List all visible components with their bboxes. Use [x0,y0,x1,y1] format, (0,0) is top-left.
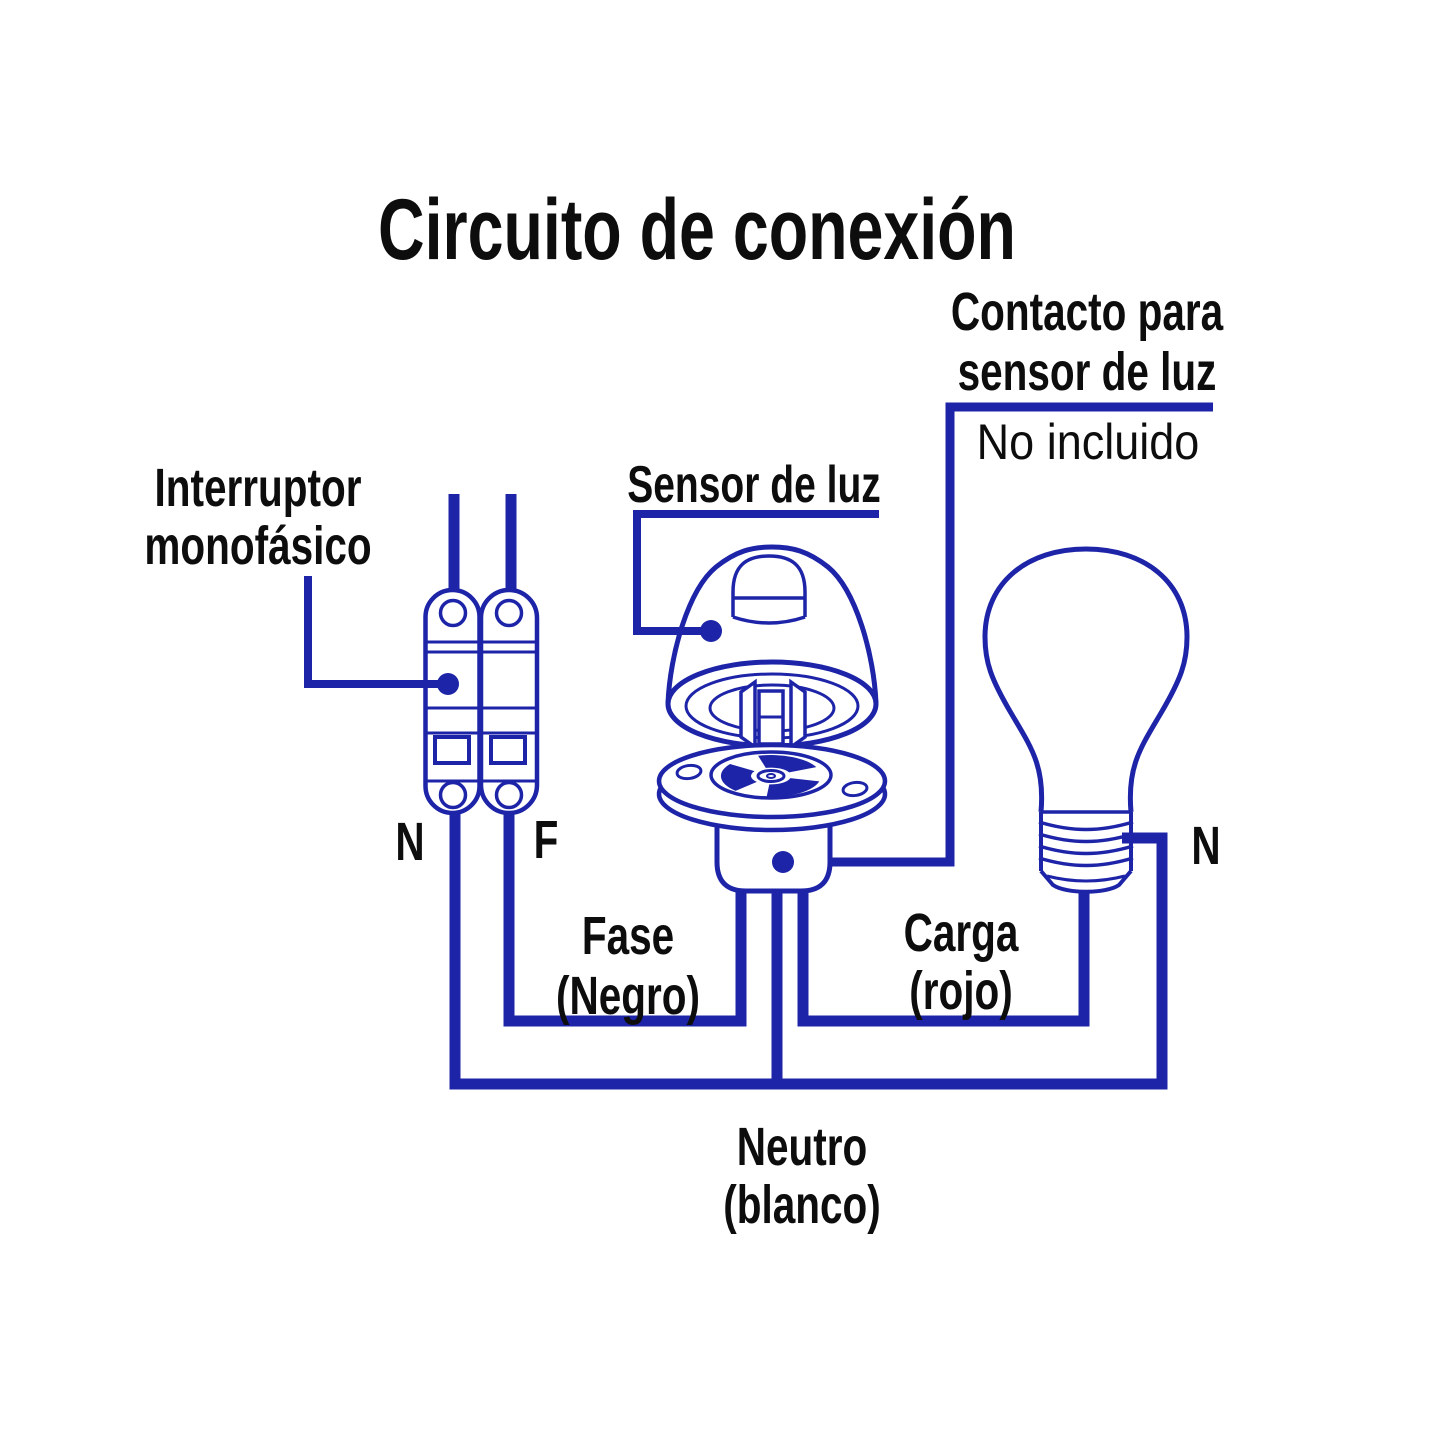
breaker-screw-bottom-right [494,780,524,810]
phase-wire [503,810,747,1027]
breaker-toggle-right [489,735,527,765]
socket-center-dot [766,773,776,779]
sensor-dome [665,544,879,704]
sensor-contact-wire [783,402,1213,867]
breaker-screw-bottom-left [438,780,468,810]
circuit-breaker [423,587,540,816]
phase-wire-label: Fase (Negro) [556,906,700,1026]
screw-threads [1038,820,1134,868]
not-included-label: No incluido [976,414,1200,470]
neutral-wire [449,810,1168,1090]
light-bulb [982,546,1190,894]
sensor-label: Sensor de luz [627,456,881,514]
callouts [304,510,879,873]
main-wires [449,810,1168,1090]
light-sensor [656,544,888,894]
page-title: Circuito de conexión [378,182,1016,278]
contact-for-sensor-label: Contacto para sensor de luz [950,282,1224,402]
sensor-callout-dot [700,620,722,642]
bulb-screw-base [1038,810,1134,894]
breaker-screw-top-right [494,598,524,628]
breaker-toggle-left [433,735,471,765]
supply-feed-wires [448,494,517,605]
breaker-neutral-terminal-label: N [395,812,425,872]
load-wire [797,884,1090,1027]
breaker-screw-top-left [438,598,468,628]
breaker-phase-terminal-label: F [533,810,559,870]
bulb-neutral-terminal-label: N [1191,816,1221,876]
socket-slots [720,755,820,797]
breaker-body-lines [426,640,537,783]
flange-hole-right [841,780,869,798]
breaker-callout-dot [437,673,459,695]
breaker-label: Interruptor monofásico [144,458,372,576]
breaker-leader-line [304,576,442,688]
sensor-window [731,554,807,625]
flange-hole-left [675,763,703,781]
load-wire-label: Carga (rojo) [903,903,1019,1021]
socket-center-ring [756,769,786,783]
bulb-glass [982,546,1190,813]
neutral-wire-label: Neutro (blanco) [723,1117,881,1235]
sensor-contact-dot [772,851,794,873]
sensor-leader-line [633,510,879,635]
